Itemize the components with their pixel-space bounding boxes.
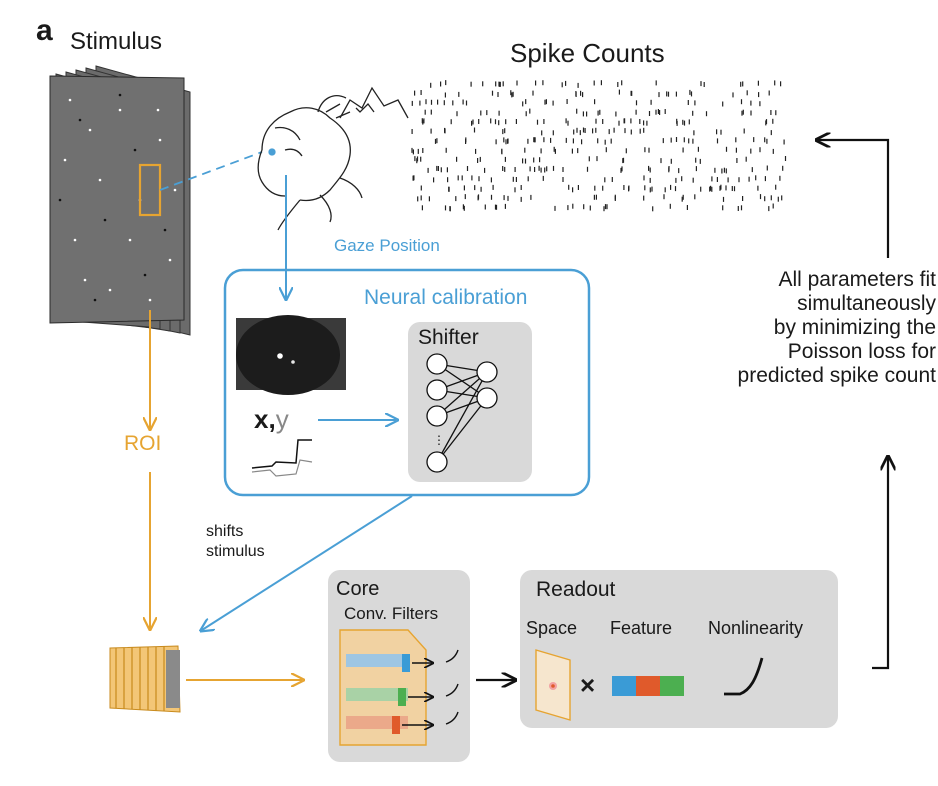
- xy-label: x,y: [254, 404, 289, 435]
- fit-note-line: by minimizing the: [773, 316, 936, 339]
- readout-feature-label: Feature: [610, 618, 673, 638]
- fit-note-line: All parameters fit: [778, 268, 936, 291]
- shifter-label: Shifter: [418, 326, 479, 349]
- shift-label-line2: stimulus: [206, 543, 265, 560]
- stimulus-stack: [49, 65, 191, 336]
- spike-raster: [411, 80, 787, 212]
- readout-feature: [612, 676, 684, 696]
- gaze-position-label: Gaze Position: [334, 236, 440, 255]
- gaze-line: [159, 151, 263, 191]
- readout-space-label: Space: [526, 618, 578, 638]
- x-label: x,: [254, 404, 276, 434]
- shift-label: shifts stimulus: [206, 522, 265, 562]
- readout-nonlinearity-label: Nonlinearity: [708, 618, 804, 638]
- fit-note: All parameters fit simultaneously by min…: [678, 268, 936, 388]
- readout-space: [535, 649, 571, 721]
- shift-arrow: [202, 495, 413, 630]
- roi-stack: [109, 645, 181, 713]
- roi-label: ROI: [124, 432, 162, 455]
- readout-box: [520, 570, 838, 728]
- readout-title: Readout: [536, 578, 616, 601]
- gaze-trace: [251, 439, 313, 477]
- core-title: Core: [336, 578, 380, 600]
- core-filters: [339, 629, 459, 746]
- nonlinearity-curve: [724, 657, 764, 696]
- eye-image: [236, 315, 346, 395]
- calibration-title: Neural calibration: [364, 286, 528, 309]
- calibration-box: [223, 268, 591, 497]
- monkey-sketch: [257, 86, 409, 231]
- stimulus-title: Stimulus: [70, 28, 163, 55]
- shift-label-line1: shifts: [206, 523, 244, 540]
- feedback-arrow: [818, 140, 888, 670]
- fit-note-line: simultaneously: [797, 292, 936, 315]
- panel-label: a: [36, 14, 53, 47]
- spike-counts-title: Spike Counts: [510, 38, 665, 68]
- shifter-network: ⋮: [426, 353, 498, 473]
- svg-text:⋮: ⋮: [433, 433, 445, 447]
- times-symbol: ×: [580, 670, 596, 700]
- fit-note-line: predicted spike count: [737, 364, 936, 387]
- y-label: y: [275, 404, 289, 434]
- fit-note-line: Poisson loss for: [787, 340, 936, 363]
- core-subtitle: Conv. Filters: [344, 604, 439, 623]
